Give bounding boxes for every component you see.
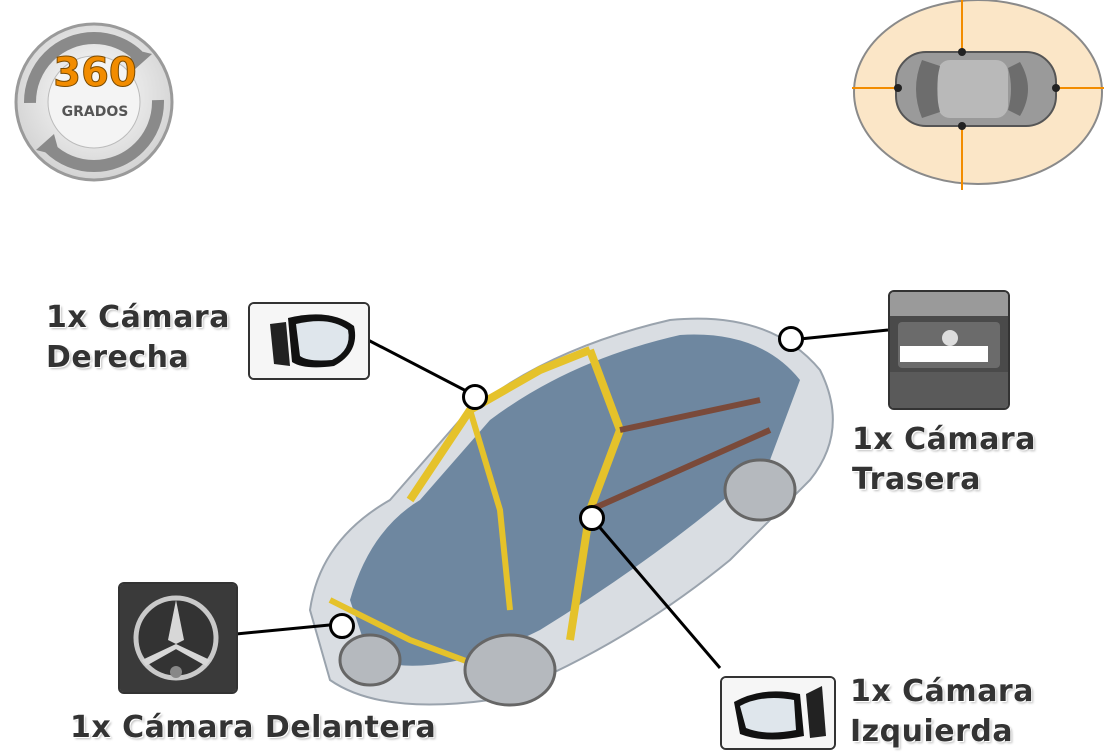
front-grille-star-icon [118,582,238,694]
car-body-frame-illustration [290,310,850,720]
side-mirror-left-icon [720,676,836,750]
camera-marker-left[interactable] [579,505,605,531]
side-mirror-icon [248,302,370,380]
rear-license-plate-icon [888,290,1010,410]
camera-marker-rear[interactable] [778,326,804,352]
label-right-line1: 1x Cámara [46,300,230,335]
label-right-line2: Derecha [46,340,190,375]
label-left-line2: Izquierda [850,714,1014,749]
label-left-line1: 1x Cámara [850,674,1034,709]
label-rear-line2: Trasera [852,462,981,497]
label-front: 1x Cámara Delantera [70,710,437,745]
label-rear-line1: 1x Cámara [852,422,1036,457]
rotate-360-icon [6,20,182,184]
camera-marker-right[interactable] [462,384,488,410]
camera-marker-front[interactable] [329,613,355,639]
badge-word: GRADOS [61,104,129,120]
badge-number: 360 [53,50,138,97]
car-top-view-icon [852,0,1104,190]
